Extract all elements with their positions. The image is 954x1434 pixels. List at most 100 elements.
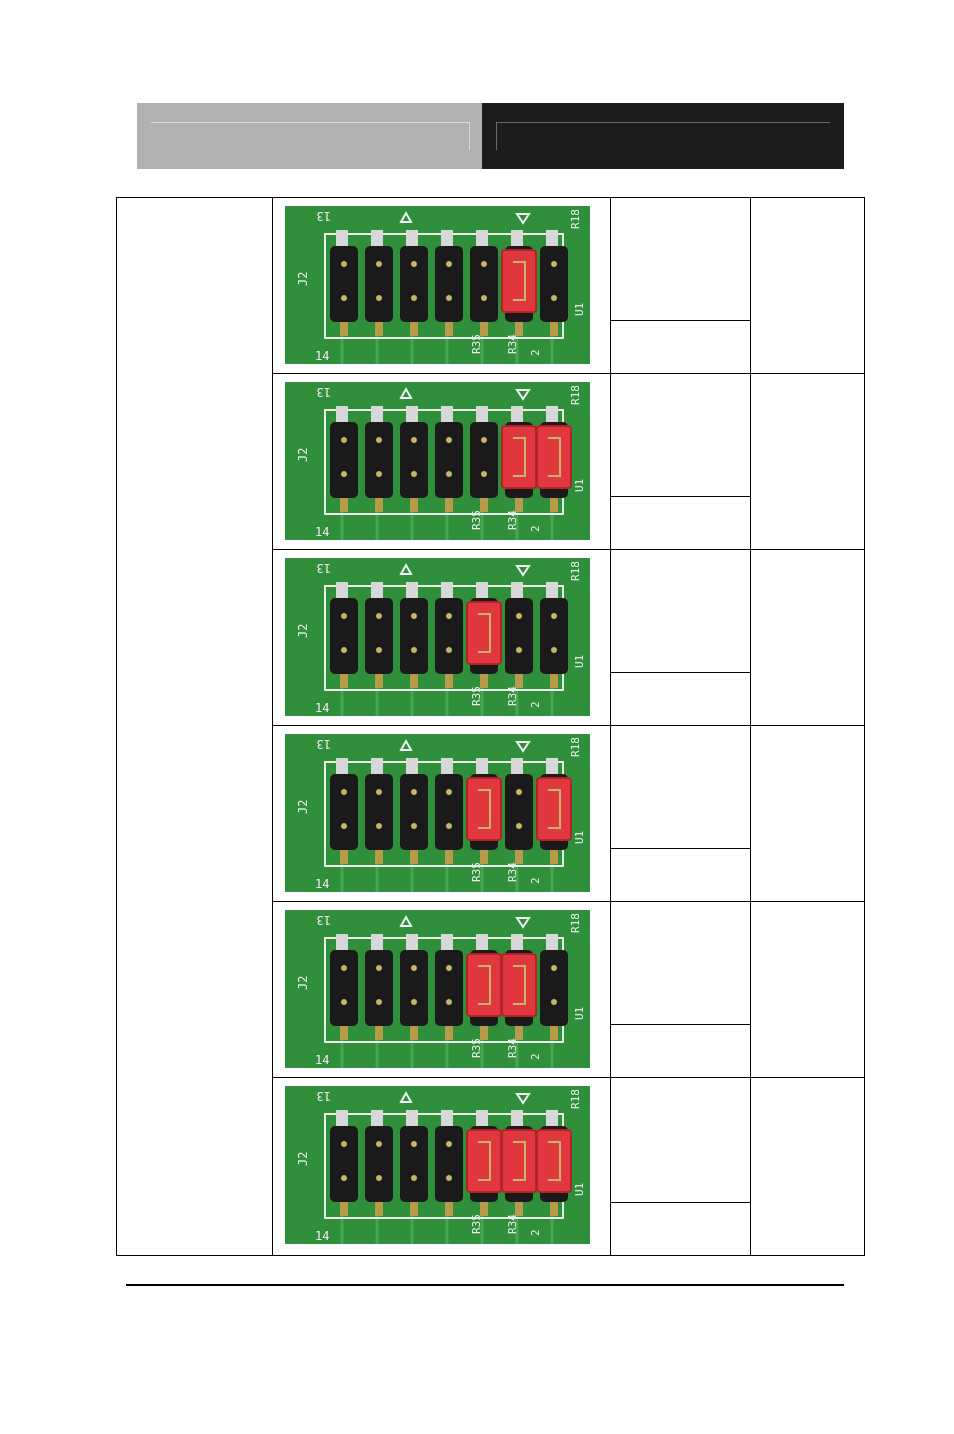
table-row: 13 14 J2 R18 U1 R35 R34 2	[117, 373, 865, 550]
pin-14-label: 14	[315, 525, 329, 539]
setting-cell	[750, 725, 865, 902]
triangle-marker-icon	[399, 386, 413, 399]
jumper-cap	[536, 777, 572, 841]
header-pin-tip	[546, 582, 558, 598]
function-cell-bottom	[611, 849, 750, 901]
pin-2-label: 2	[529, 349, 542, 356]
jumper-photo: 13 14 J2 R18 U1 R35 R34 2	[285, 910, 590, 1068]
header-left-bar	[137, 103, 482, 169]
header-pin-tip	[441, 1110, 453, 1126]
jumper-cap	[536, 1129, 572, 1193]
header-pin-tip	[336, 758, 348, 774]
r18-label: R18	[569, 737, 582, 757]
function-cell	[610, 1077, 751, 1256]
header-pin-housing	[400, 950, 428, 1026]
triangle-marker-icon	[515, 917, 531, 929]
pin-13-label: 13	[317, 561, 331, 575]
triangle-marker-icon	[515, 389, 531, 401]
header-pin-housing	[365, 598, 393, 674]
header-pin-housing	[435, 774, 463, 850]
jumper-cap	[536, 425, 572, 489]
header-pin-housing	[435, 246, 463, 322]
header-pin-tip	[511, 758, 523, 774]
header-pin-tip	[476, 582, 488, 598]
u1-label: U1	[573, 1007, 586, 1020]
j2-label: J2	[296, 272, 310, 286]
label-cell	[116, 197, 273, 1256]
setting-cell	[750, 549, 865, 726]
jumper-table: 13 14 J2 R18 U1 R35 R34 2 13 14 J2 R18 U…	[116, 197, 865, 1256]
u1-label: U1	[573, 655, 586, 668]
header-pin-housing	[400, 598, 428, 674]
header-pin-tip	[441, 758, 453, 774]
function-cell	[610, 549, 751, 726]
j2-label: J2	[296, 800, 310, 814]
header-right-bar	[482, 103, 844, 169]
header-pin-tip	[406, 230, 418, 246]
header-pin-tip	[546, 230, 558, 246]
table-row: 13 14 J2 R18 U1 R35 R34 2	[117, 901, 865, 1078]
r35-label: R35	[470, 334, 483, 354]
header-pin-tip	[406, 582, 418, 598]
header-pin-tip	[336, 230, 348, 246]
r18-label: R18	[569, 561, 582, 581]
pin-14-label: 14	[315, 1053, 329, 1067]
header-pin-housing	[365, 246, 393, 322]
header-pin-housing	[435, 1126, 463, 1202]
jumper-photo: 13 14 J2 R18 U1 R35 R34 2	[285, 1086, 590, 1244]
header-pin-tip	[406, 934, 418, 950]
header-pin-tip	[476, 934, 488, 950]
header-pin-housing	[435, 422, 463, 498]
photo-cell: 13 14 J2 R18 U1 R35 R34 2	[272, 197, 611, 374]
photo-cell: 13 14 J2 R18 U1 R35 R34 2	[272, 1077, 611, 1256]
header-pin-housing	[400, 246, 428, 322]
function-cell	[610, 197, 751, 374]
r18-label: R18	[569, 1089, 582, 1109]
header-pin-housing	[400, 774, 428, 850]
header-pin-housing	[400, 1126, 428, 1202]
header-pin-housing	[540, 950, 568, 1026]
r35-label: R35	[470, 1038, 483, 1058]
header-pin-tip	[371, 230, 383, 246]
u1-label: U1	[573, 831, 586, 844]
table-row: 13 14 J2 R18 U1 R35 R34 2	[117, 725, 865, 902]
j2-label: J2	[296, 624, 310, 638]
r34-label: R34	[506, 334, 519, 354]
jumper-photo: 13 14 J2 R18 U1 R35 R34 2	[285, 206, 590, 364]
jumper-cap	[466, 777, 502, 841]
j2-label: J2	[296, 1152, 310, 1166]
function-cell-top	[611, 726, 750, 849]
j2-label: J2	[296, 448, 310, 462]
pin-13-label: 13	[317, 385, 331, 399]
jumper-cap	[501, 1129, 537, 1193]
header-pin-tip	[406, 758, 418, 774]
footer-rule	[126, 1284, 844, 1286]
header-pin-tip	[546, 406, 558, 422]
header-pin-tip	[511, 230, 523, 246]
r34-label: R34	[506, 686, 519, 706]
header-left-line	[151, 122, 470, 150]
pin-13-label: 13	[317, 913, 331, 927]
pin-13-label: 13	[317, 209, 331, 223]
header-pin-tip	[476, 1110, 488, 1126]
function-cell-top	[611, 550, 750, 673]
header-right-line	[496, 122, 830, 150]
header-pin-tip	[546, 934, 558, 950]
header-pin-housing	[330, 598, 358, 674]
jumper-cap	[501, 425, 537, 489]
header-pin-tip	[511, 406, 523, 422]
header-pin-tip	[336, 1110, 348, 1126]
table-row: 13 14 J2 R18 U1 R35 R34 2	[117, 549, 865, 726]
function-cell	[610, 725, 751, 902]
header-pin-tip	[406, 1110, 418, 1126]
header-pin-housing	[540, 598, 568, 674]
header-pin-housing	[470, 246, 498, 322]
setting-cell	[750, 373, 865, 550]
function-cell-bottom	[611, 321, 750, 373]
triangle-marker-icon	[399, 738, 413, 751]
header-pin-tip	[511, 582, 523, 598]
header-pin-housing	[435, 950, 463, 1026]
setting-cell	[750, 1077, 865, 1256]
pin-2-label: 2	[529, 701, 542, 708]
header-pin-housing	[330, 246, 358, 322]
